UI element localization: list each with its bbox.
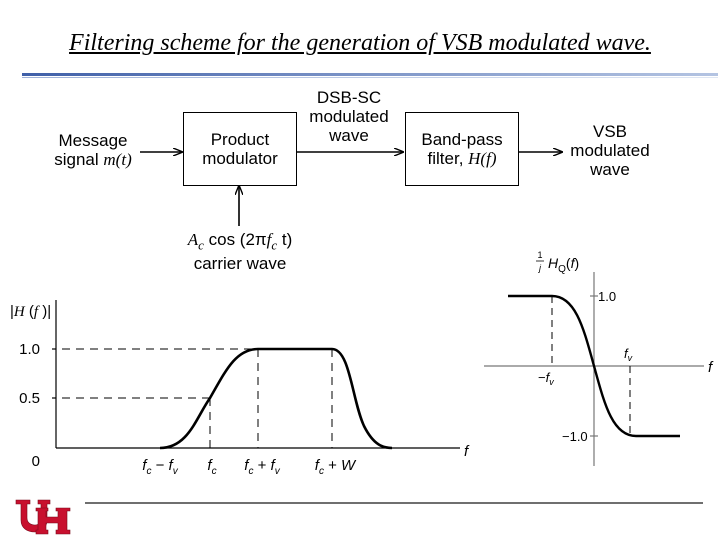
product-modulator-label: Product modulator xyxy=(202,130,278,168)
mag-ylabel: |H (f )| xyxy=(10,303,51,320)
title-divider xyxy=(22,73,718,76)
carrier-wave-text: carrier wave xyxy=(193,254,287,274)
carrier-label: Ac cos (2πfc t) carrier wave xyxy=(170,230,310,273)
magnitude-plot: |H (f )| 1.0 0.5 0 fc − fv fc fc + fv fc… xyxy=(10,300,470,477)
carrier-cos: cos (2π xyxy=(208,230,267,249)
title-divider-thin xyxy=(22,77,718,78)
hq-tick-1: 1.0 xyxy=(598,289,616,304)
carrier-amplitude-sub: c xyxy=(198,237,204,253)
mag-tick-half: 0.5 xyxy=(19,390,40,407)
carrier-amplitude: A xyxy=(187,230,199,249)
carrier-f-sub: c xyxy=(271,237,278,253)
signal-label-text: signal xyxy=(54,150,99,169)
mag-tick-0: 0 xyxy=(32,453,40,470)
carrier-expression: Ac cos (2πfc t) xyxy=(170,230,310,254)
magnitude-curve xyxy=(159,347,393,450)
hq-plot: 1 j HQ(f) 1.0 −1.0 fv −fv f xyxy=(484,250,714,466)
band-pass-filter-box: Band-pass filter, H(f) xyxy=(405,112,519,186)
band-pass-label: Band-pass filter, xyxy=(421,130,503,168)
hq-xtick-neg-fv: −fv xyxy=(538,370,554,387)
carrier-t: t) xyxy=(281,230,293,249)
hq-ylabel-den: j xyxy=(538,263,542,273)
message-label-text: Message xyxy=(58,131,128,150)
page-title: Filtering scheme for the generation of V… xyxy=(69,30,651,56)
band-pass-variable: H(f) xyxy=(468,149,497,168)
message-signal-label: Message signal m(t) xyxy=(48,131,138,169)
hq-xtick-fv: fv xyxy=(624,346,633,363)
hq-ylabel: HQ(f) xyxy=(548,255,579,275)
footer-divider xyxy=(85,502,703,504)
university-logo-icon xyxy=(15,499,71,535)
hq-curve xyxy=(508,294,680,438)
mag-tick-1: 1.0 xyxy=(19,341,40,358)
hq-ylabel-num: 1 xyxy=(537,250,542,260)
hq-xlabel: f xyxy=(708,359,714,376)
message-variable: m(t) xyxy=(103,150,132,169)
mag-xtick-fc-plus-w: fc + W xyxy=(315,457,357,477)
mag-xtick-fc-plus-fv: fc + fv xyxy=(244,457,280,477)
mag-xtick-fc: fc xyxy=(207,457,216,477)
dsb-sc-label: DSB-SC modulated wave xyxy=(309,88,389,145)
hq-tick-neg1: −1.0 xyxy=(562,429,588,444)
carrier-f: f xyxy=(266,230,272,249)
mag-xtick-fc-fv: fc − fv xyxy=(142,457,178,477)
vsb-output-label: VSB modulated wave xyxy=(570,122,650,179)
mag-xlabel: f xyxy=(464,443,470,460)
